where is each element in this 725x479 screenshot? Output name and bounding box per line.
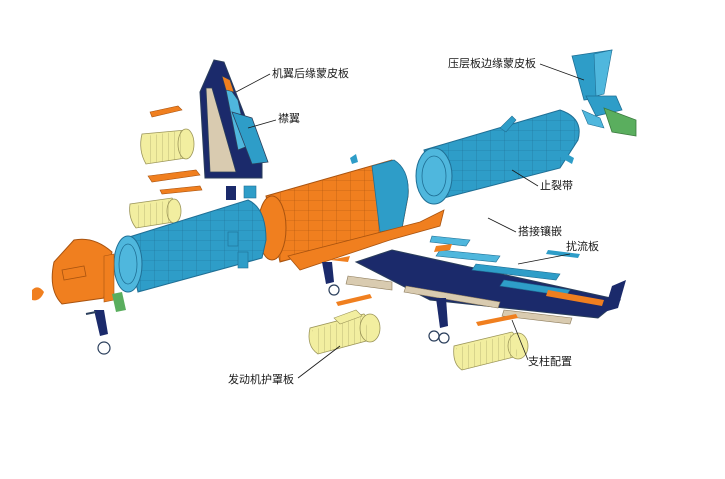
label-spoiler: 扰流板	[566, 240, 599, 253]
main-landing-gear-left	[322, 262, 340, 296]
fuselage-aft-section	[415, 109, 580, 205]
label-engine-cowling: 发动机护罩板	[228, 373, 294, 386]
label-crack-stopper: 止裂带	[540, 179, 573, 192]
engine-cowling-right	[453, 331, 529, 371]
label-lap-splice: 搭接镶嵌	[518, 225, 562, 238]
nose-section	[32, 238, 126, 312]
label-laminate-edge-skin: 压层板边缘蒙皮板	[448, 57, 536, 70]
label-trailing-edge-skin: 机翼后缘蒙皮板	[272, 67, 349, 80]
wing-assembly	[336, 235, 626, 326]
engine-cowling-left	[308, 309, 381, 355]
small-panels-left	[147, 105, 358, 200]
horizontal-tail	[571, 49, 637, 137]
engine-nacelle-mid	[129, 197, 182, 229]
fuselage-forward-section	[113, 199, 267, 293]
main-landing-gear-right	[428, 298, 450, 344]
label-flaps: 襟翼	[278, 112, 300, 125]
vertical-tail	[199, 59, 269, 179]
label-strut-config: 支柱配置	[528, 355, 572, 368]
leader-lines	[235, 63, 585, 379]
engine-nacelle-top	[140, 128, 195, 165]
nose-landing-gear	[85, 310, 111, 355]
